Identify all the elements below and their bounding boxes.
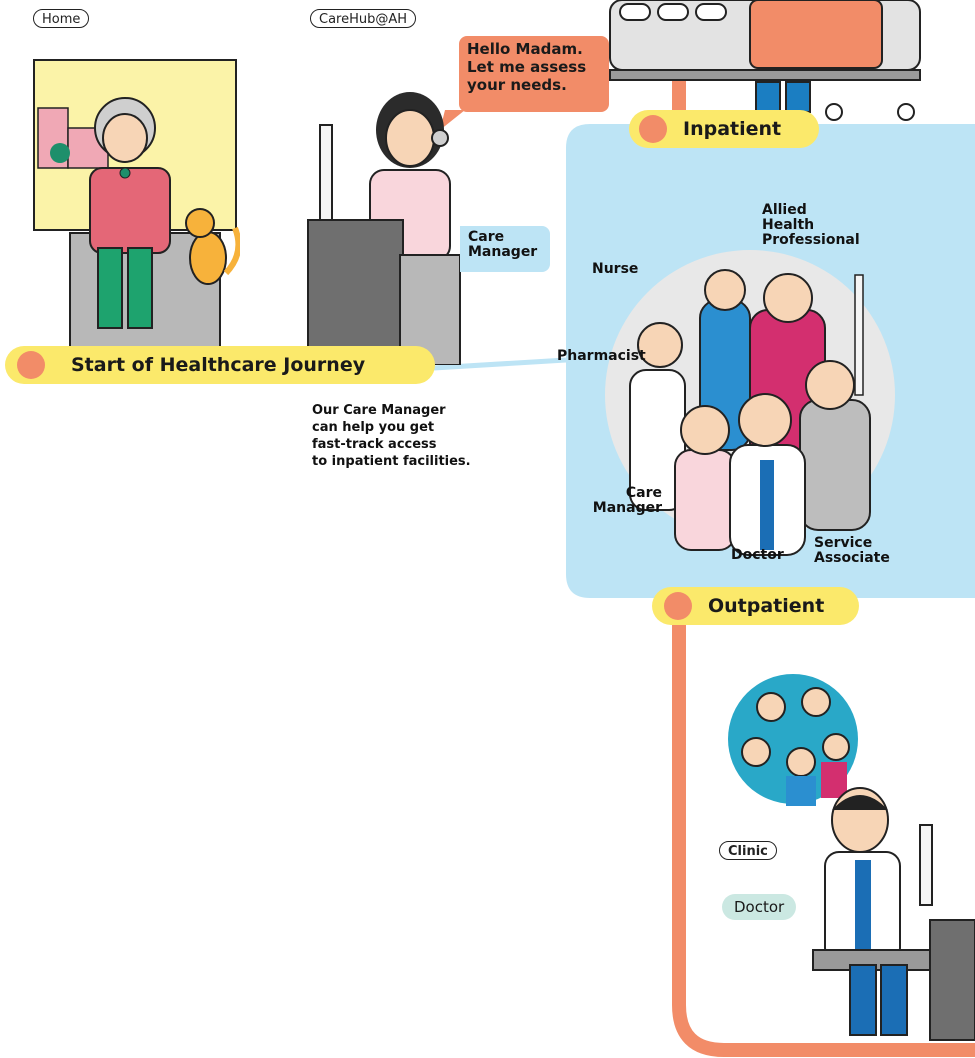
clinic-doctor-label: Doctor — [722, 894, 797, 920]
pharmacist-label: Pharmacist — [557, 348, 646, 364]
outpatient-team-illustration — [728, 674, 858, 806]
outpatient-dot-icon — [664, 592, 692, 620]
inpatient-stage: Inpatient — [629, 110, 819, 148]
description-text: Our Care Manager can help you get fast-t… — [312, 403, 471, 469]
hospital-bed — [609, 0, 921, 121]
outpatient-stage-label: Outpatient — [708, 595, 825, 617]
clinic-doctor-illustration — [812, 787, 975, 1041]
care-manager-illustration — [307, 92, 465, 365]
home-label: Home — [33, 9, 90, 28]
doctor-label: Doctor — [731, 547, 784, 563]
inpatient-dot-icon — [639, 115, 667, 143]
start-stage-label: Start of Healthcare Journey — [71, 354, 366, 376]
care-manager-label: Care Manager — [468, 229, 538, 260]
service-associate-label: Service Associate — [814, 535, 890, 566]
outpatient-stage: Outpatient — [652, 587, 859, 625]
start-stage: Start of Healthcare Journey — [5, 346, 435, 384]
team-care-manager-label: Care Manager — [592, 485, 662, 516]
care-team-illustration — [605, 250, 895, 556]
clinic-label: Clinic — [719, 841, 777, 860]
home-scene — [33, 59, 240, 354]
nurse-label: Nurse — [592, 261, 639, 277]
allied-health-label: Allied Health Professional — [762, 202, 860, 248]
outpatient-path — [672, 593, 975, 1057]
inpatient-stage-label: Inpatient — [683, 118, 782, 140]
start-dot-icon — [17, 351, 45, 379]
speech-bubble: Hello Madam. Let me assess your needs. — [459, 36, 609, 112]
carehub-label: CareHub@AH — [310, 9, 417, 28]
